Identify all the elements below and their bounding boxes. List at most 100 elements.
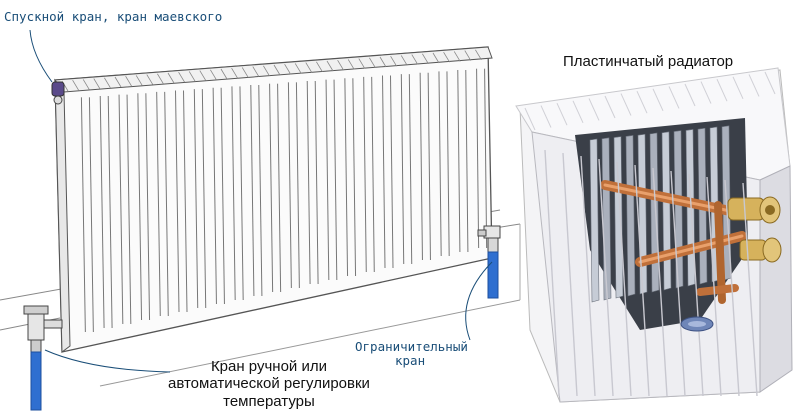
front-fin — [562, 152, 578, 397]
fin — [363, 76, 367, 273]
fin — [175, 90, 180, 313]
grille-slot — [475, 49, 482, 61]
grille-slot — [400, 55, 408, 66]
fin — [126, 94, 132, 325]
fin — [277, 83, 282, 293]
grille-slot — [636, 90, 648, 114]
grille-slot — [748, 74, 760, 97]
grille-slot — [422, 53, 429, 65]
grille-slot — [358, 58, 366, 69]
grille-slot — [82, 79, 90, 90]
internal-plate — [649, 132, 660, 293]
fin — [220, 87, 225, 305]
grille-slot — [556, 102, 568, 126]
grille-slot — [572, 100, 584, 124]
cutaway-grille — [524, 71, 776, 131]
fin — [476, 68, 480, 249]
grille-slot — [294, 63, 302, 74]
grille-slot — [464, 50, 472, 61]
fin — [239, 86, 244, 301]
fin — [306, 80, 311, 285]
fin — [390, 75, 394, 269]
limit-valve-label-line2: кран — [395, 353, 426, 369]
limit-valve-label: Ограничительный кран — [355, 339, 468, 369]
front-fin — [706, 176, 722, 397]
pipe-icon-right — [487, 251, 499, 299]
grille-slot — [199, 70, 207, 81]
grille-slot — [220, 68, 228, 80]
grille-slot — [167, 72, 175, 84]
panel-radiator-drawing — [0, 46, 521, 387]
grille-slot — [231, 67, 238, 79]
internal-plate — [589, 138, 600, 303]
grille-slot — [178, 71, 185, 83]
front-fins — [544, 149, 758, 397]
fin — [484, 68, 488, 249]
fin — [408, 74, 413, 265]
grille-slot — [114, 76, 122, 88]
front-fin — [688, 173, 704, 397]
leader-lines — [29, 29, 493, 373]
grille-slot — [305, 62, 313, 73]
grille-slot — [369, 57, 376, 69]
fin — [118, 94, 124, 325]
fin — [446, 71, 450, 257]
fin — [156, 91, 161, 317]
grille-slot — [241, 67, 249, 78]
grille-slot — [316, 61, 323, 73]
fin — [137, 93, 143, 321]
fin — [295, 82, 300, 289]
grille-slot — [668, 86, 680, 109]
grille-slot — [540, 105, 552, 128]
fin — [145, 93, 151, 321]
grille-slot — [135, 75, 143, 86]
regulator-valve-label-line1: Кран ручной или — [210, 358, 327, 375]
grille-slot — [732, 76, 744, 100]
front-fin — [634, 164, 650, 397]
grille-slot — [432, 52, 440, 64]
grille-slot — [146, 74, 154, 85]
brass-fittings — [727, 196, 782, 263]
grille-slot — [379, 56, 387, 68]
grille-slot — [716, 78, 728, 102]
fin — [382, 75, 386, 269]
fin — [258, 85, 263, 297]
grille-slot — [764, 71, 776, 95]
grille-slot — [443, 51, 450, 63]
fin — [419, 72, 423, 261]
fin — [99, 95, 105, 329]
grille-slot — [347, 59, 355, 70]
fin — [438, 71, 442, 257]
grille-slot — [104, 77, 111, 89]
drain-valve-icon — [51, 81, 65, 105]
fin — [287, 82, 292, 289]
fin — [88, 97, 94, 333]
fin — [269, 83, 274, 293]
front-fin — [598, 158, 614, 397]
fin — [325, 79, 330, 281]
grille-slot — [588, 98, 600, 121]
grille-slot — [263, 65, 270, 77]
grille-slot — [72, 79, 79, 91]
regulator-valve-label-line2: автоматической регулировки — [168, 375, 370, 393]
radiator-fins — [80, 68, 488, 333]
radiator-top-grille — [61, 49, 482, 92]
grille-slot — [411, 54, 419, 65]
fin — [212, 87, 217, 305]
front-fin — [724, 179, 740, 397]
front-fin — [652, 167, 668, 397]
fin — [314, 80, 319, 285]
internal-plate — [613, 136, 624, 299]
grille-slot — [604, 95, 616, 119]
limit-valve-label-line1: Ограничительный — [355, 339, 468, 354]
front-fin — [742, 182, 758, 397]
fin — [371, 76, 375, 273]
grille-slot — [326, 60, 334, 72]
drain-valve-label: Спускной кран, кран маевского — [4, 9, 223, 24]
grille-slot — [390, 55, 397, 67]
internal-plate — [625, 135, 636, 297]
brand-badge-icon — [680, 316, 714, 332]
grille-slot — [188, 71, 196, 82]
